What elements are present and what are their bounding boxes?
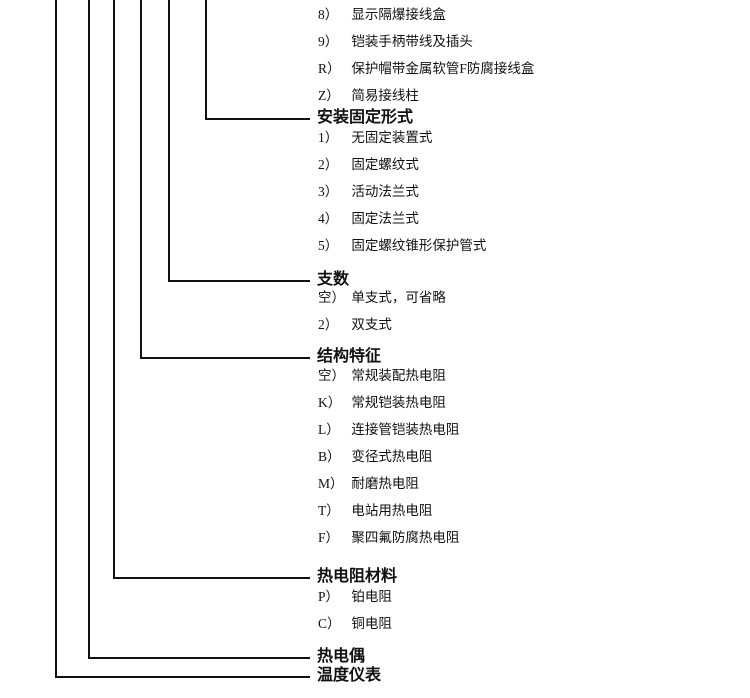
- list-item: P） 铂电阻: [318, 588, 392, 606]
- list-item: 3） 活动法兰式: [318, 183, 419, 201]
- item-label: 固定螺纹锥形保护管式: [351, 238, 487, 253]
- list-item: 8） 显示隔爆接线盒: [318, 6, 446, 24]
- item-code: 3）: [318, 184, 339, 199]
- item-label: 铜电阻: [351, 616, 392, 631]
- section-title-structure-feature: 结构特征: [317, 348, 382, 365]
- item-label: 铠装手柄带线及插头: [351, 34, 473, 49]
- connector-hline-thermocouple: [88, 657, 310, 659]
- item-code: M）: [318, 476, 344, 491]
- section-title-mounting-style: 安装固定形式: [317, 109, 414, 126]
- item-label: 单支式，可省略: [351, 290, 446, 305]
- list-item: T） 电站用热电阻: [318, 502, 432, 520]
- item-code: L）: [318, 422, 340, 437]
- list-item: 5） 固定螺纹锥形保护管式: [318, 237, 486, 255]
- item-label: 铂电阻: [351, 589, 392, 604]
- list-item: 空） 常规装配热电阻: [318, 367, 446, 385]
- connector-hline-structure-feature: [140, 357, 310, 359]
- list-item: 2） 双支式: [318, 316, 392, 334]
- list-item: F） 聚四氟防腐热电阻: [318, 529, 459, 547]
- item-label: 电站用热电阻: [351, 503, 433, 518]
- item-label: 连接管铠装热电阻: [351, 422, 460, 437]
- item-label: 显示隔爆接线盒: [351, 7, 446, 22]
- item-label: 常规铠装热电阻: [351, 395, 446, 410]
- item-code: P）: [318, 589, 340, 604]
- item-code: Z）: [318, 88, 340, 103]
- item-code: 9）: [318, 34, 339, 49]
- list-item: R） 保护帽带金属软管F防腐接线盒: [318, 60, 534, 78]
- list-item: C） 铜电阻: [318, 615, 392, 633]
- connector-vline-mounting-style: [205, 0, 207, 118]
- item-label: 活动法兰式: [351, 184, 419, 199]
- section-title-temperature-instrument: 温度仪表: [317, 667, 382, 684]
- item-code: 空）: [318, 290, 345, 305]
- list-item: 2） 固定螺纹式: [318, 156, 419, 174]
- connector-hline-rtd-material: [113, 577, 310, 579]
- list-item: Z） 简易接线柱: [318, 87, 419, 105]
- connector-vline-structure-feature: [140, 0, 142, 357]
- item-label: 无固定装置式: [351, 130, 433, 145]
- item-code: K）: [318, 395, 342, 410]
- item-label: 聚四氟防腐热电阻: [351, 530, 460, 545]
- list-item: 9） 铠装手柄带线及插头: [318, 33, 473, 51]
- list-item: B） 变径式热电阻: [318, 448, 432, 466]
- list-item: 空） 单支式，可省略: [318, 289, 446, 307]
- item-label: 固定螺纹式: [351, 157, 419, 172]
- list-item: 1） 无固定装置式: [318, 129, 432, 147]
- item-code: T）: [318, 503, 340, 518]
- item-code: 4）: [318, 211, 339, 226]
- connector-hline-temperature-instrument: [55, 676, 310, 678]
- item-code: 5）: [318, 238, 339, 253]
- section-title-rtd-material: 热电阻材料: [317, 568, 398, 585]
- item-label: 常规装配热电阻: [351, 368, 446, 383]
- connector-vline-thermocouple: [88, 0, 90, 657]
- list-item: K） 常规铠装热电阻: [318, 394, 446, 412]
- item-label: 变径式热电阻: [351, 449, 433, 464]
- connector-hline-mounting-style: [205, 118, 310, 120]
- item-code: F）: [318, 530, 340, 545]
- item-code: C）: [318, 616, 341, 631]
- connector-vline-element-count: [168, 0, 170, 280]
- section-title-element-count: 支数: [317, 271, 350, 288]
- item-code: 2）: [318, 317, 339, 332]
- connector-vline-rtd-material: [113, 0, 115, 577]
- item-code: 8）: [318, 7, 339, 22]
- item-label: 固定法兰式: [351, 211, 419, 226]
- item-code: 2）: [318, 157, 339, 172]
- item-code: 1）: [318, 130, 339, 145]
- item-label: 耐磨热电阻: [351, 476, 419, 491]
- list-item: L） 连接管铠装热电阻: [318, 421, 459, 439]
- connector-hline-element-count: [168, 280, 310, 282]
- connector-vline-temperature-instrument: [55, 0, 57, 676]
- item-label: 保护帽带金属软管F防腐接线盒: [351, 61, 535, 76]
- item-label: 双支式: [351, 317, 392, 332]
- list-item: M） 耐磨热电阻: [318, 475, 419, 493]
- item-code: 空）: [318, 368, 345, 383]
- section-title-thermocouple: 热电偶: [317, 648, 366, 665]
- item-label: 简易接线柱: [351, 88, 419, 103]
- item-code: R）: [318, 61, 341, 76]
- item-code: B）: [318, 449, 341, 464]
- list-item: 4） 固定法兰式: [318, 210, 419, 228]
